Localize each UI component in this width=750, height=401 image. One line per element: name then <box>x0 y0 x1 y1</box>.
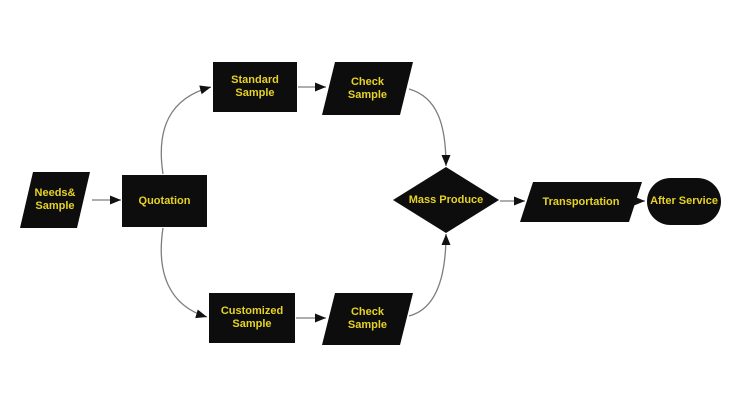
node-label: Standard Sample <box>231 74 279 99</box>
node-label: Mass Produce <box>408 193 484 206</box>
edge-quotation-to-customized-sample <box>160 227 208 319</box>
node-label: Transportation <box>542 195 620 208</box>
node-check-sample-bottom: Check Sample <box>322 293 413 345</box>
node-label: Needs& Sample <box>34 187 76 212</box>
edge-quotation-to-standard-sample <box>160 85 212 175</box>
node-transportation: Transportation <box>520 182 642 222</box>
edge-check-sample-top-to-mass-produce <box>408 88 451 167</box>
node-label: Check Sample <box>347 306 388 331</box>
node-mass-produce: Mass Produce <box>393 167 499 233</box>
node-needs-sample: Needs& Sample <box>20 172 90 228</box>
node-label: Check Sample <box>347 75 388 101</box>
node-label: Quotation <box>138 194 191 207</box>
node-check-sample-top: Check Sample <box>322 62 413 115</box>
edge-check-sample-bottom-to-mass-produce <box>408 233 451 317</box>
node-after-service: After Service <box>647 178 721 225</box>
node-standard-sample: Standard Sample <box>213 62 297 112</box>
node-label: Customized Sample <box>220 305 284 330</box>
node-customized-sample: Customized Sample <box>209 293 295 343</box>
node-label: After Service <box>650 195 718 207</box>
node-quotation: Quotation <box>122 175 207 227</box>
